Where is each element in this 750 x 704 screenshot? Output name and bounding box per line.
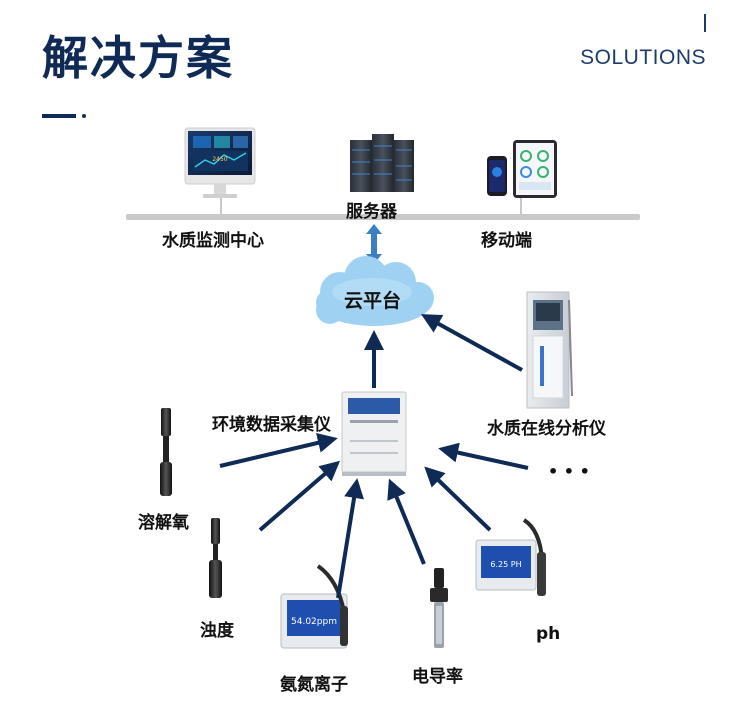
- ph-meter-icon: 6.25 PH: [475, 518, 546, 596]
- title-underline: [42, 114, 76, 118]
- label-ammonia: 氨氮离子: [280, 675, 348, 695]
- arrow-ph: [424, 466, 492, 532]
- svg-text:2450: 2450: [212, 156, 227, 163]
- cloud-icon: [316, 256, 434, 326]
- label-cloud-platform: 云平台: [344, 290, 402, 312]
- arrow-conductivity: [387, 478, 426, 565]
- label-monitoring-center: 水质监测中心: [162, 231, 264, 251]
- flow-arrows: [219, 314, 529, 599]
- label-collector: 环境数据采集仪: [212, 415, 331, 435]
- arrow-turbidity: [258, 460, 341, 532]
- label-conductivity: 电导率: [412, 667, 463, 687]
- conductivity-probe-icon: [430, 568, 448, 648]
- label-mobile: 移动端: [481, 231, 532, 251]
- collector-device-icon: [341, 391, 407, 476]
- turbidity-probe-icon: [209, 518, 222, 598]
- network-bus: [126, 214, 640, 220]
- arrow-ammonia: [336, 478, 364, 599]
- label-analyzer: 水质在线分析仪: [487, 419, 606, 439]
- label-more: • • •: [548, 462, 590, 481]
- label-ph: ph: [536, 624, 561, 644]
- arrow-do: [219, 433, 338, 468]
- analyzer-cabinet-icon: [526, 291, 573, 409]
- arrow-analyzer-to-cloud: [420, 314, 523, 372]
- do-probe-icon: [160, 408, 172, 496]
- page-subtitle: SOLUTIONS: [580, 46, 706, 69]
- mobile-devices-icon: [487, 140, 557, 198]
- label-server: 服务器: [346, 202, 397, 222]
- label-turbidity: 浊度: [200, 621, 234, 641]
- title-underline-dot: [82, 114, 86, 118]
- ammonia-meter-icon: 54.02ppm: [280, 564, 348, 649]
- svg-text:54.02ppm: 54.02ppm: [291, 617, 337, 627]
- server-icon: [350, 134, 414, 192]
- accent-bar: [704, 14, 706, 32]
- monitor-icon: 2450: [184, 127, 256, 198]
- svg-text:6.25 PH: 6.25 PH: [490, 560, 521, 569]
- label-dissolved-oxygen: 溶解氧: [138, 513, 189, 533]
- page-title: 解决方案: [42, 31, 234, 85]
- arrow-more: [438, 442, 529, 470]
